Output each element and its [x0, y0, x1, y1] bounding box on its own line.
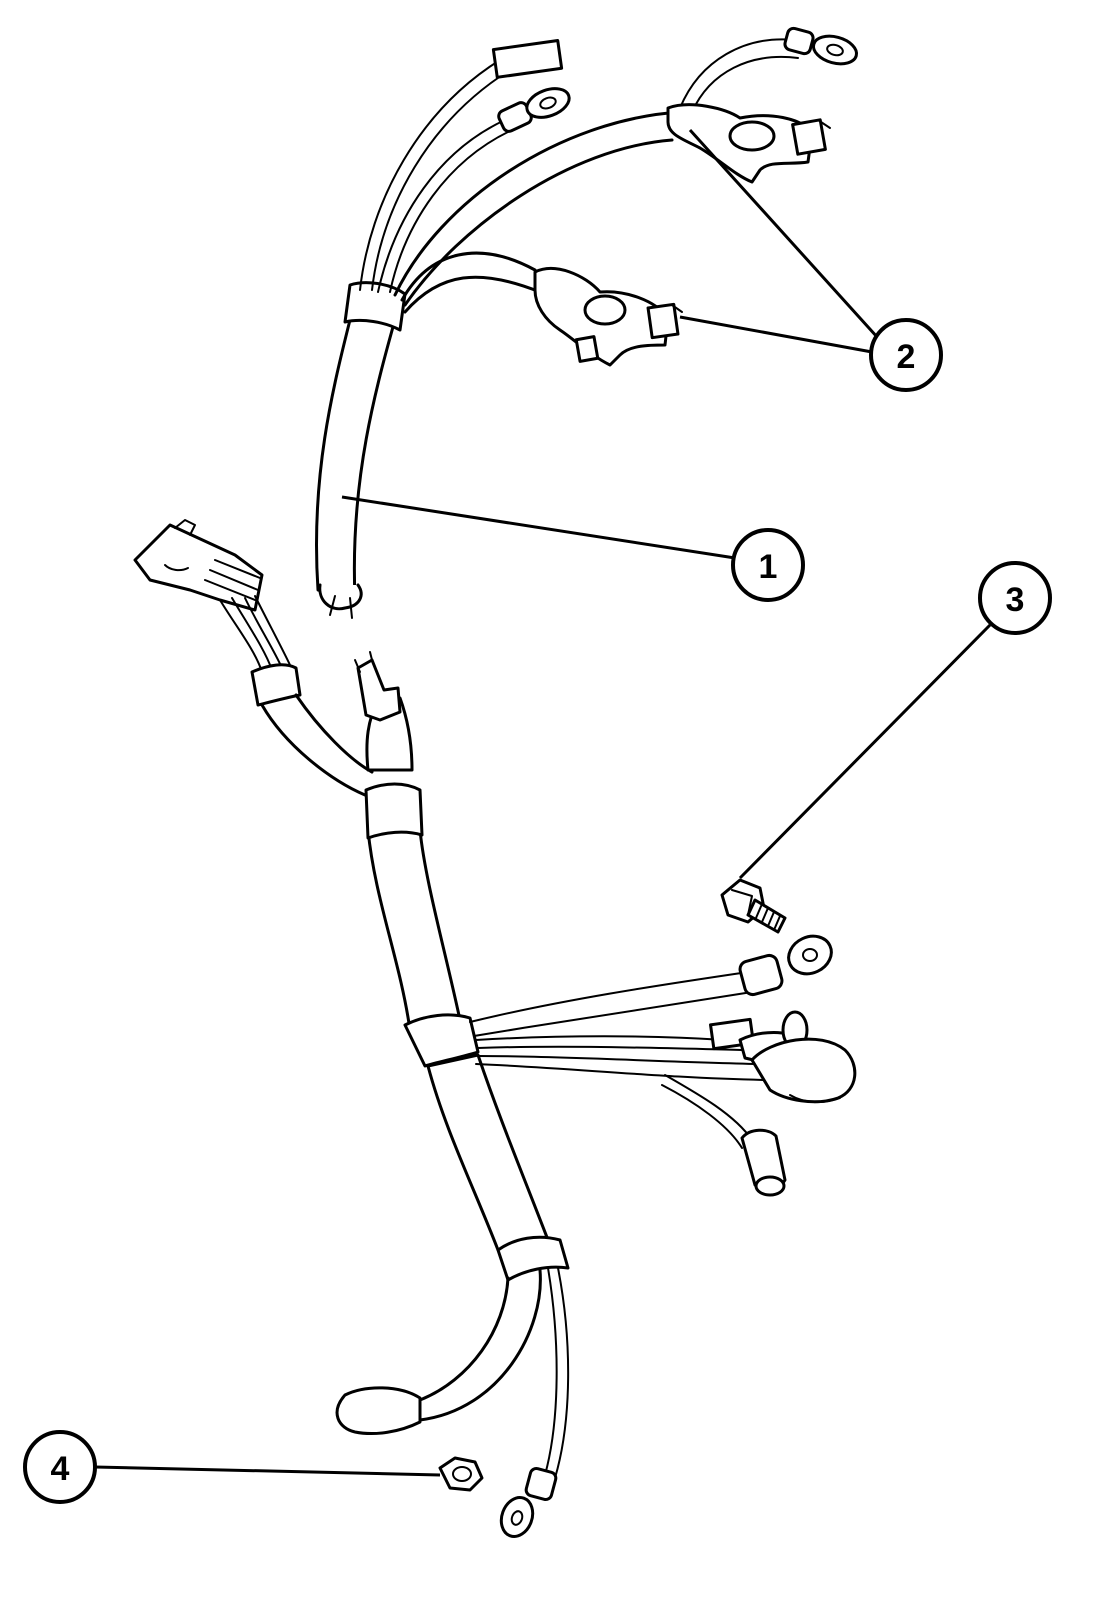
lower-harness: [133, 519, 857, 1538]
callout-3: 3: [978, 561, 1052, 635]
leader-lines: [94, 128, 992, 1477]
callout-3-label: 3: [1006, 581, 1025, 619]
callout-4: 4: [23, 1430, 97, 1504]
callout-2: 2: [869, 318, 943, 392]
callout-4-label: 4: [51, 1450, 70, 1488]
callout-1: 1: [731, 528, 805, 602]
bolt: [720, 878, 787, 934]
callout-2-label: 2: [897, 338, 916, 376]
upper-harness: [315, 26, 859, 619]
callout-1-label: 1: [759, 548, 778, 586]
nut: [438, 1456, 484, 1492]
